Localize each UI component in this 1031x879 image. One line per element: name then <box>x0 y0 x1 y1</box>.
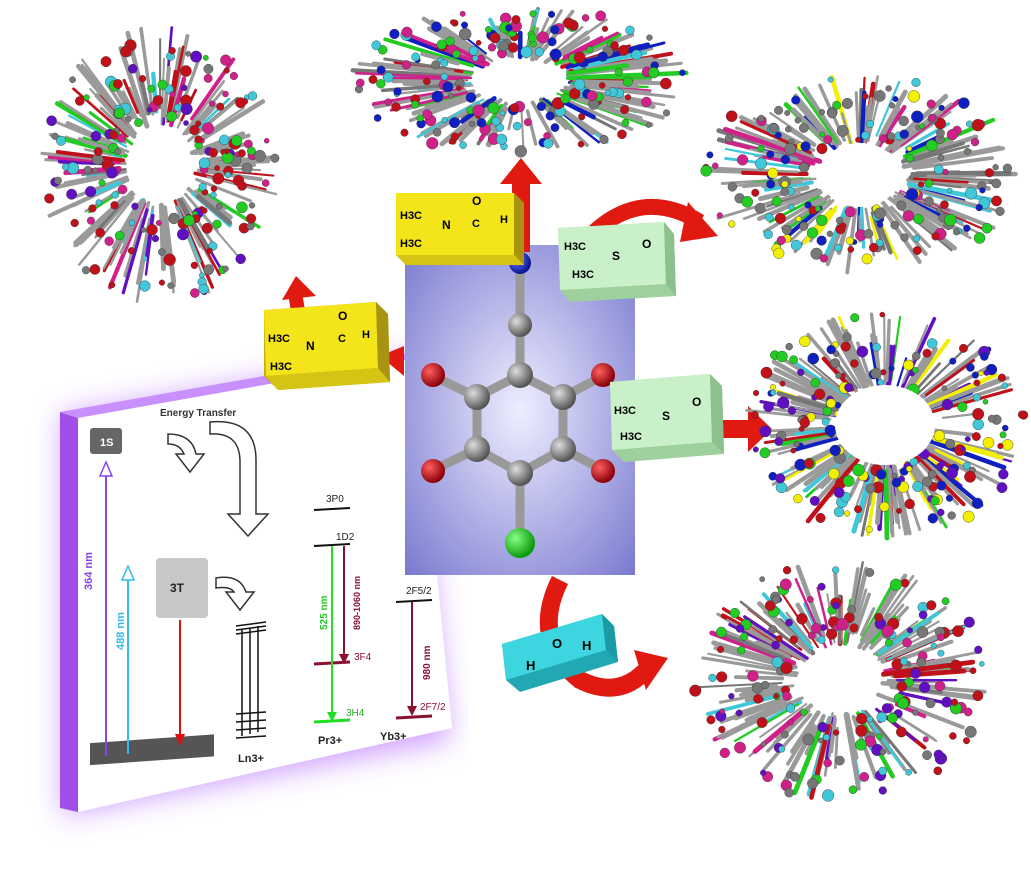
framework-top-left <box>42 28 279 302</box>
framework-top-right <box>701 77 1016 273</box>
framework-top-center <box>353 9 687 157</box>
framework-mid-right <box>747 312 1028 538</box>
framework-bottom-right <box>689 562 984 801</box>
